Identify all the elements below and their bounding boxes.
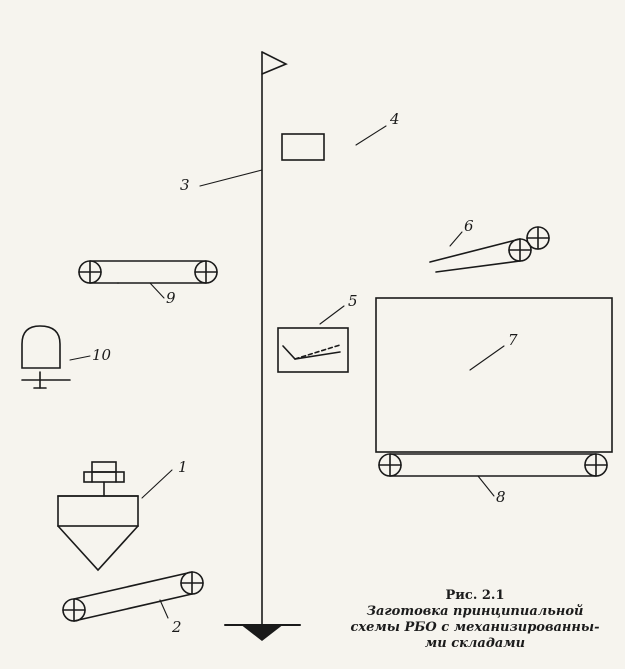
figure-caption: Рис. 2.1 Заготовка принципиальной схемы … (340, 588, 610, 652)
label-9: 9 (166, 289, 176, 307)
conveyor-8 (378, 453, 608, 477)
main-line-3 (224, 51, 301, 642)
storage-7 (375, 297, 613, 453)
leader-lines (69, 125, 505, 619)
label-8: 8 (496, 488, 506, 506)
conveyor-9 (78, 260, 218, 284)
hopper-5 (277, 327, 349, 373)
label-5: 5 (348, 292, 358, 310)
figure-label: Рис. 2.1 (445, 588, 505, 603)
label-4: 4 (389, 110, 400, 128)
figure-caption-text: Заготовка принципиальной схемы РБО с мех… (350, 604, 600, 651)
conveyor-6 (429, 226, 550, 273)
label-7: 7 (508, 331, 518, 349)
bunker-1 (57, 461, 139, 572)
label-1: 1 (178, 458, 188, 476)
label-2: 2 (171, 618, 182, 636)
tank-10 (21, 325, 71, 389)
label-3: 3 (180, 176, 190, 194)
label-10: 10 (92, 346, 112, 364)
conveyor-2 (62, 571, 204, 622)
block-4 (281, 133, 325, 161)
label-6: 6 (464, 217, 474, 235)
